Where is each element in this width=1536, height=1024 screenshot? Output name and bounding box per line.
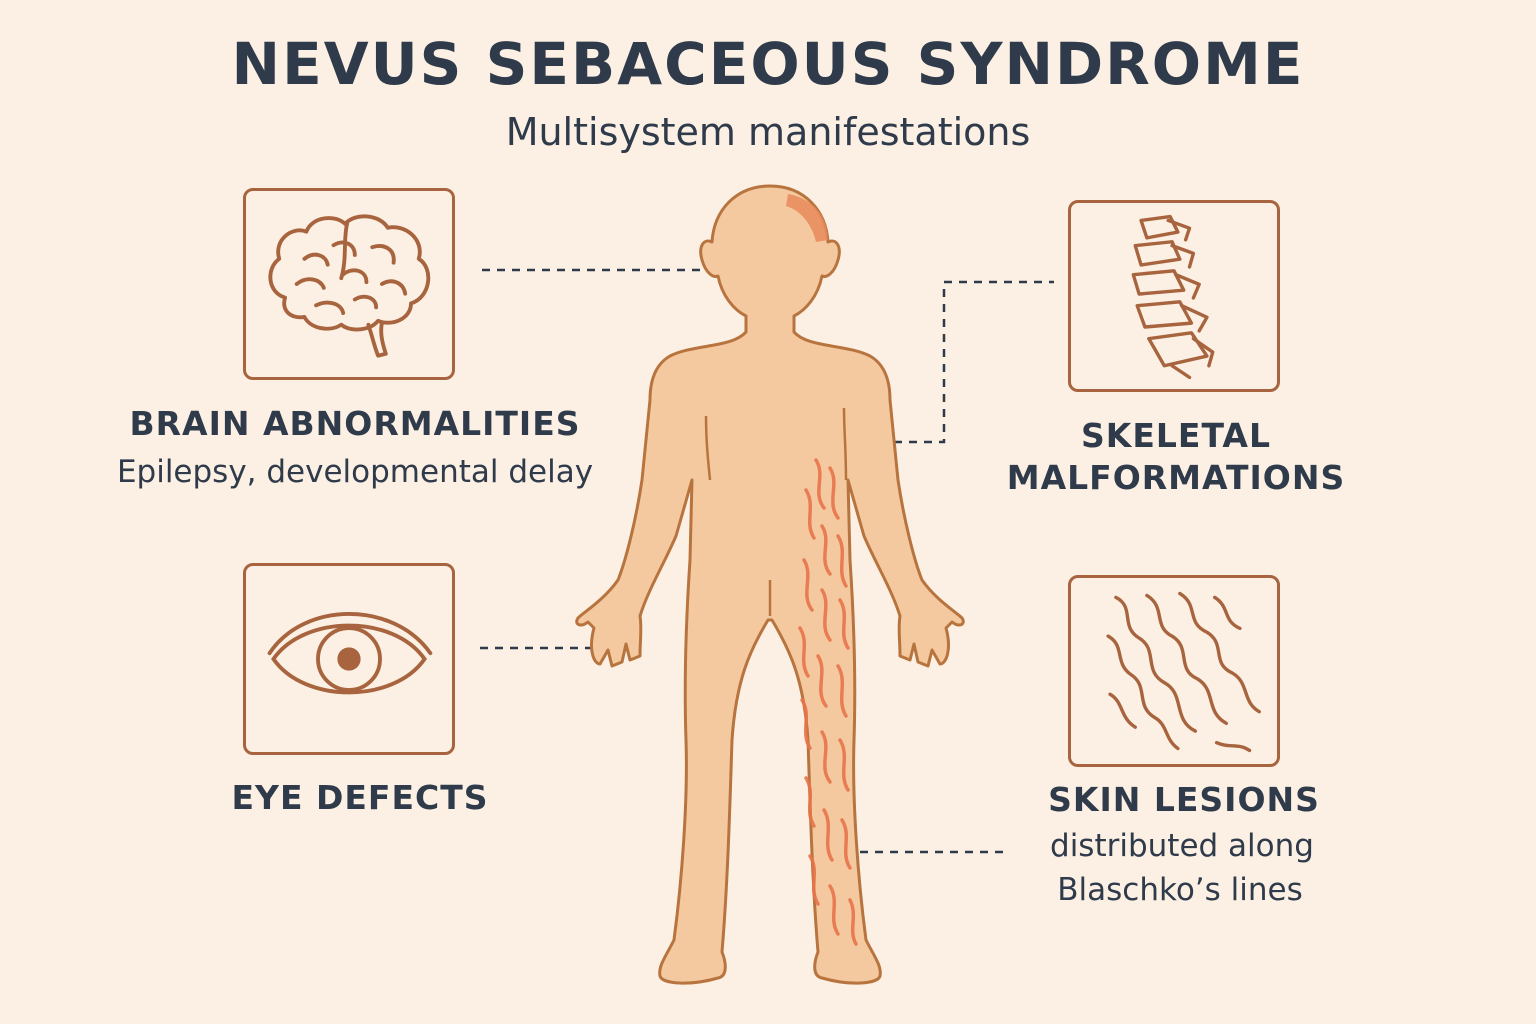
skin-description-line2: Blaschko’s lines xyxy=(1057,872,1303,908)
scalp-lesion xyxy=(786,194,828,242)
page-title: NEVUS SEBACEOUS SYNDROME xyxy=(231,30,1305,98)
spine-icon xyxy=(1131,214,1215,380)
blaschko-lesions xyxy=(798,458,858,946)
body-silhouette xyxy=(575,184,965,985)
brain-icon xyxy=(268,214,431,358)
wavy-lines-icon xyxy=(1106,591,1261,753)
spine-icon-box xyxy=(1068,200,1280,392)
eye-title: EYE DEFECTS xyxy=(231,778,489,817)
skin-title: SKIN LESIONS xyxy=(1048,780,1320,819)
brain-title: BRAIN ABNORMALITIES xyxy=(129,404,581,443)
skin-description-line1: distributed along xyxy=(1050,828,1314,864)
human-body-figure xyxy=(575,184,965,985)
brain-icon-box xyxy=(243,188,455,380)
eye-icon xyxy=(267,612,433,695)
page-subtitle: Multisystem manifestations xyxy=(505,110,1031,154)
skeletal-title-line1: SKELETAL xyxy=(1081,416,1271,455)
skeletal-title-line2: MALFORMATIONS xyxy=(1006,458,1346,497)
eye-icon-box xyxy=(243,563,455,755)
wavy-lines-icon-box xyxy=(1068,575,1280,767)
brain-description: Epilepsy, developmental delay xyxy=(116,454,594,490)
